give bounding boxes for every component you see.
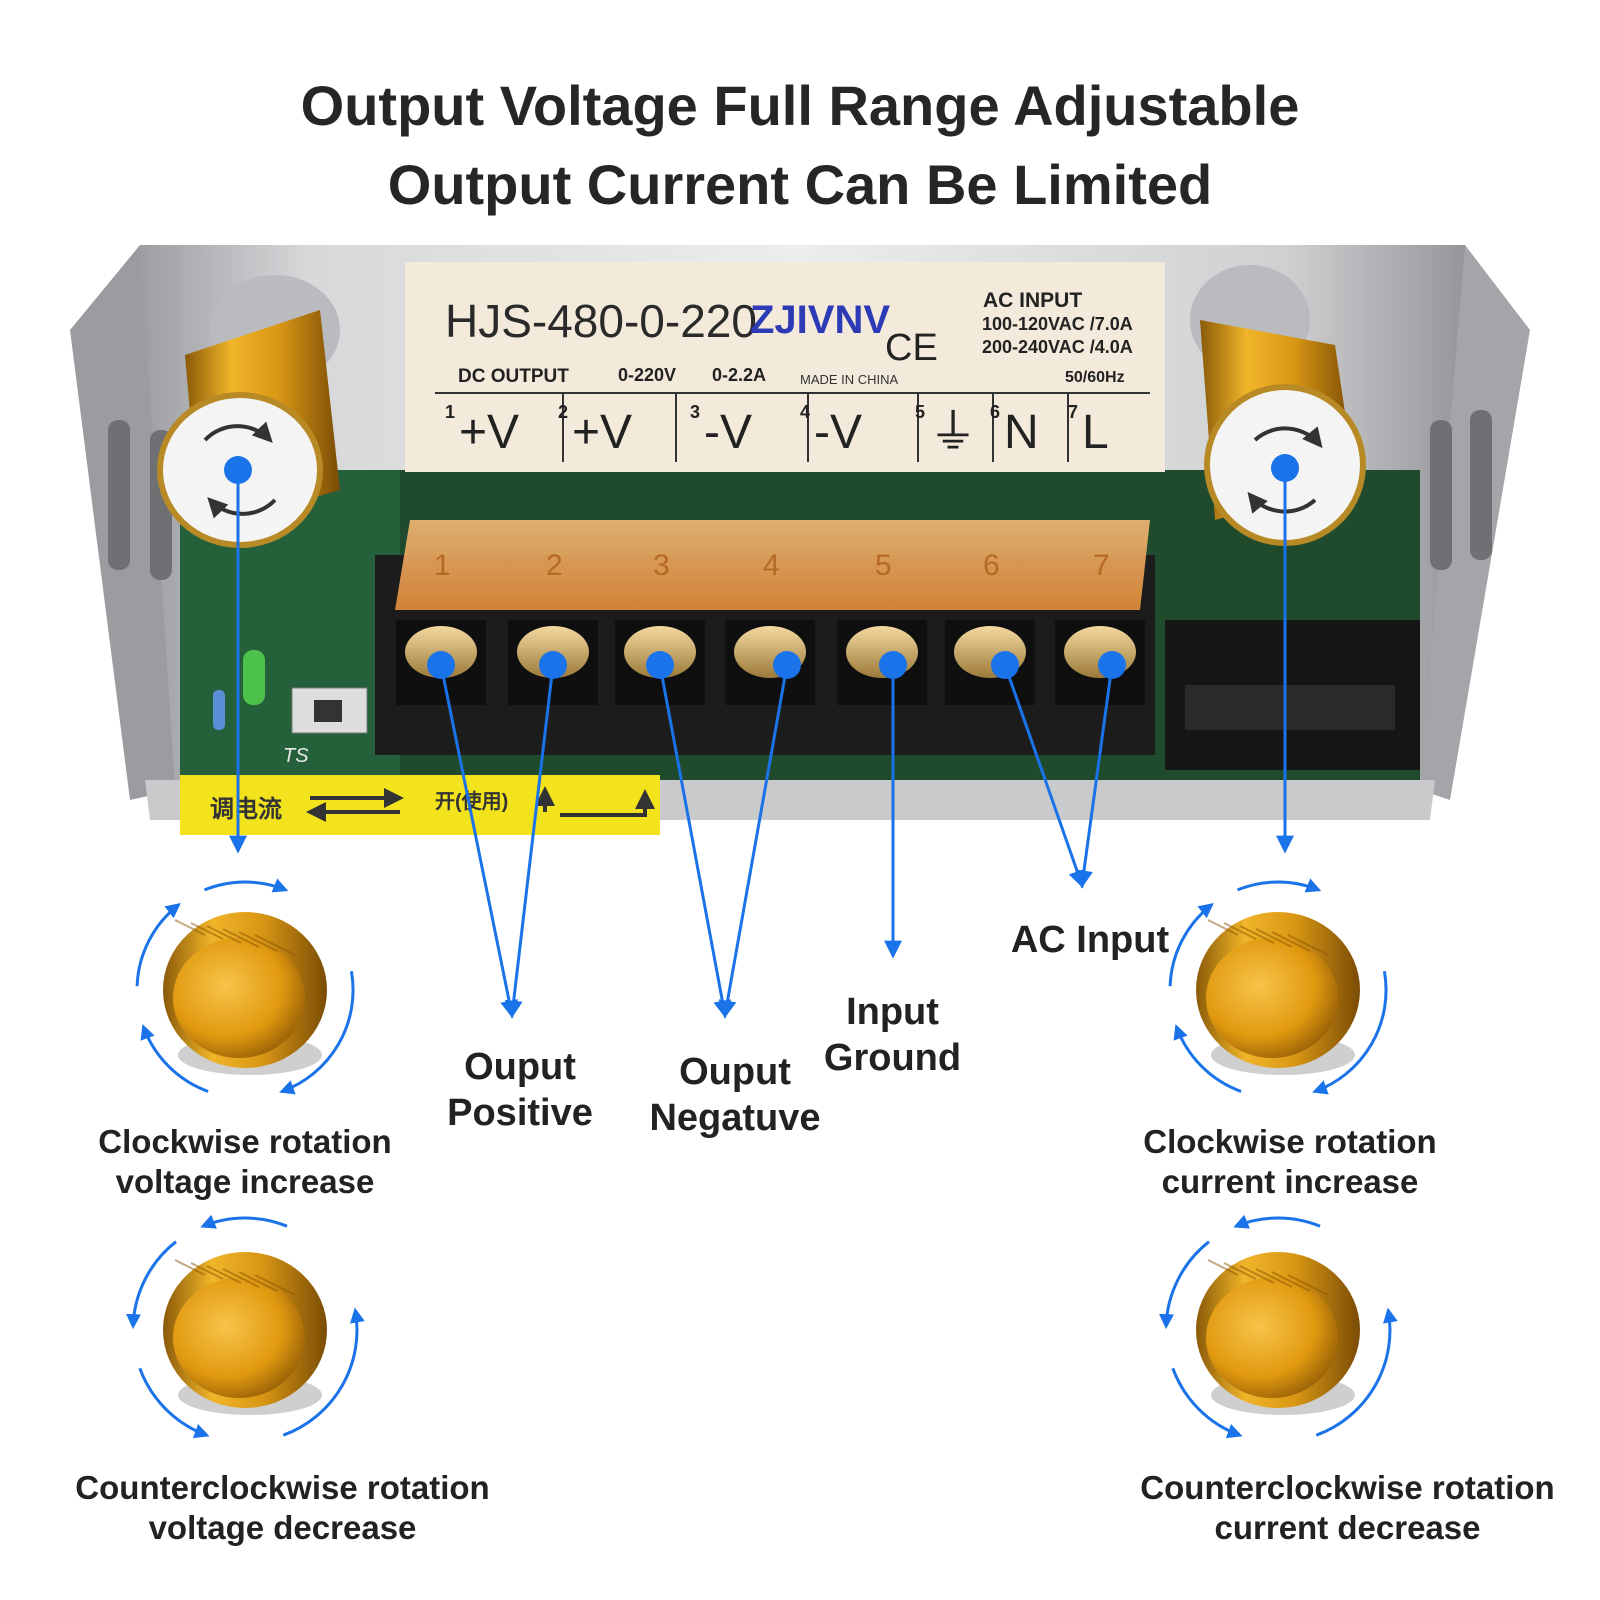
caption-current-ccw: Counterclockwise rotation current decrea…	[1110, 1468, 1585, 1547]
rotation-arrow	[282, 1307, 365, 1437]
rotation-arrow	[126, 1240, 177, 1330]
terminal-1-symbol: +V	[459, 406, 519, 459]
cover-number-5: 5	[875, 549, 892, 582]
terminal-dot-6	[991, 651, 1019, 679]
rotation-arrow	[1233, 1214, 1321, 1229]
model-text: HJS-480-0-220	[445, 295, 757, 347]
rotation-arrow	[140, 1024, 209, 1093]
title-line-2: Output Current Can Be Limited	[387, 153, 1213, 216]
caption-current-cw-line-1: Clockwise rotation	[1143, 1123, 1437, 1160]
label-output-positive-line-2: Positive	[447, 1091, 593, 1134]
caption-current-ccw-line-1: Counterclockwise rotation	[1140, 1469, 1555, 1506]
terminal-callout-dots	[427, 651, 1126, 679]
terminal-dot-1	[427, 651, 455, 679]
terminal-7-number: 7	[1068, 402, 1078, 422]
terminal-3-symbol: -V	[704, 406, 752, 459]
callout-lines	[229, 468, 1294, 1019]
caption-voltage-ccw-line-2: voltage decrease	[148, 1508, 417, 1546]
dc-output-voltage: 0-220V	[618, 365, 676, 385]
ac-input-line-2: 200-240VAC /4.0A	[982, 337, 1133, 357]
rotation-arrow	[1171, 1367, 1243, 1439]
terminal-6-symbol: N	[1004, 406, 1039, 459]
cover-number-2: 2	[546, 549, 563, 582]
terminal-7-symbol: L	[1082, 406, 1109, 459]
caption-voltage-ccw: Counterclockwise rotation voltage decrea…	[45, 1468, 520, 1547]
terminal-dot-3	[646, 651, 674, 679]
terminal-5-number: 5	[915, 402, 925, 422]
rotation-arrow	[1312, 970, 1388, 1095]
label-input-ground-line-1: Input	[846, 991, 939, 1033]
knob-illustration-voltage-ccw	[126, 1214, 365, 1439]
terminal-1-number: 1	[445, 402, 455, 422]
ce-mark: CE	[885, 327, 938, 369]
terminal-dot-2	[539, 651, 567, 679]
cover-number-1: 1	[434, 549, 451, 582]
rotation-arrow	[135, 903, 181, 987]
voltage-knob[interactable]	[157, 275, 340, 548]
sticker-left-text: 调电流	[210, 796, 282, 823]
terminal-4-symbol: -V	[814, 406, 862, 459]
rotation-arrow	[200, 1214, 288, 1229]
terminal-4-number: 4	[800, 402, 810, 422]
rotation-arrow	[1173, 1024, 1242, 1093]
knob-illustration-voltage-cw	[135, 878, 355, 1095]
frequency-text: 50/60Hz	[1065, 369, 1125, 386]
knob-illustration-current-ccw	[1159, 1214, 1398, 1439]
label-input-ground: Input Ground	[800, 990, 985, 1081]
cover-number-3: 3	[653, 549, 670, 582]
dc-output-title: DC OUTPUT	[458, 366, 569, 387]
label-panel: HJS-480-0-220 ZJIVNV CE AC INPUT 100-120…	[405, 262, 1165, 472]
label-ac-input: AC Input	[1010, 919, 1170, 961]
label-output-negative: Ouput Negatuve	[630, 1050, 840, 1141]
cover-number-6: 6	[983, 549, 1000, 582]
caption-current-cw-line-2: current increase	[1161, 1162, 1419, 1200]
label-output-negative-line-2: Negatuve	[649, 1096, 821, 1139]
terminal-3-number: 3	[690, 402, 700, 422]
terminal-dot-4	[773, 651, 801, 679]
rotation-arrow	[1168, 903, 1214, 987]
caption-voltage-cw-line-1: Clockwise rotation	[98, 1123, 392, 1160]
rotation-arrow	[1236, 878, 1322, 893]
ts-switch-slider	[314, 700, 342, 722]
cover-number-4: 4	[763, 549, 780, 582]
made-in-text: MADE IN CHINA	[800, 372, 899, 387]
cover-number-7: 7	[1093, 549, 1110, 582]
label-input-ground-line-2: Ground	[823, 1036, 962, 1079]
caption-voltage-cw: Clockwise rotation voltage increase	[55, 1122, 435, 1201]
rotation-arrow	[279, 970, 355, 1095]
terminal-dot-5	[879, 651, 907, 679]
dc-output-current: 0-2.2A	[712, 365, 766, 385]
status-led	[243, 650, 265, 705]
caption-voltage-cw-line-2: voltage increase	[115, 1162, 375, 1200]
caption-current-ccw-line-2: current decrease	[1214, 1508, 1481, 1546]
label-output-positive-line-1: Ouput	[464, 1046, 576, 1088]
rotation-arrow	[1159, 1240, 1210, 1330]
terminal-screws	[396, 620, 1145, 705]
resistor	[213, 690, 225, 730]
terminal-5-symbol: ⏚	[929, 406, 977, 459]
ac-input-line-1: 100-120VAC /7.0A	[982, 314, 1133, 334]
caption-voltage-ccw-line-1: Counterclockwise rotation	[75, 1469, 490, 1506]
pcb-label-ts: TS	[283, 745, 309, 767]
brand-text: ZJIVNV	[750, 298, 890, 342]
terminal-cover-numbers: 1 2 3 4 5 6 7	[434, 549, 1110, 582]
knob-illustrations	[126, 878, 1398, 1439]
terminal-2-number: 2	[558, 402, 568, 422]
terminal-2-symbol: +V	[572, 406, 632, 459]
ac-input-title: AC INPUT	[983, 289, 1082, 312]
terminal-dot-7	[1098, 651, 1126, 679]
knob-illustration-current-cw	[1168, 878, 1388, 1095]
terminal-6-number: 6	[990, 402, 1000, 422]
label-output-negative-line-1: Ouput	[679, 1051, 791, 1093]
caption-current-cw: Clockwise rotation current increase	[1100, 1122, 1480, 1201]
rotation-arrow	[203, 878, 289, 893]
yellow-sticker: 调电流 开(使用)	[180, 775, 660, 835]
terminal-cover	[395, 520, 1150, 610]
title-line-1: Output Voltage Full Range Adjustable	[300, 74, 1300, 137]
rotation-arrow	[138, 1367, 210, 1439]
label-output-positive: Ouput Positive	[410, 1045, 630, 1136]
rotation-arrow	[1315, 1307, 1398, 1437]
